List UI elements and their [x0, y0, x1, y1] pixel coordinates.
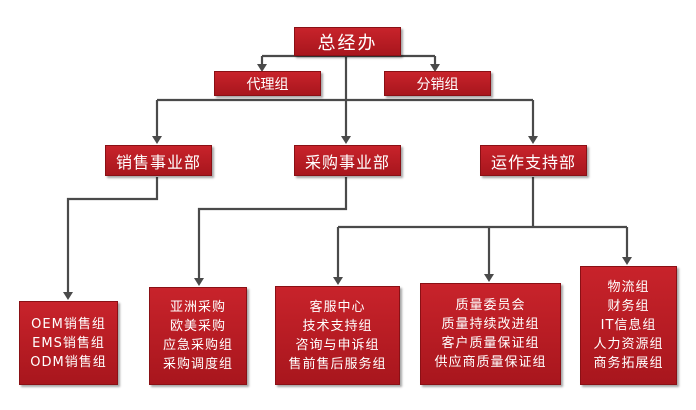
arrow-operations-dept	[528, 136, 538, 144]
sales-dept-label: 销售事业部	[115, 152, 201, 172]
arrow-purchasing-dept	[341, 136, 351, 144]
distribution-group-box: 分销组	[384, 71, 491, 96]
arrow-distribution-group	[430, 64, 440, 72]
arrow-agent-group	[257, 64, 267, 72]
agent-group-box: 代理组	[214, 71, 321, 96]
purchasing-teams-box: 亚洲采购 欧美采购 应急采购组 采购调度组	[149, 287, 247, 385]
team-item: 技术支持组	[302, 318, 373, 334]
purchasing-dept-box: 采购事业部	[294, 145, 401, 176]
general-office-box: 总经办	[294, 27, 401, 56]
team-item: 客户质量保证组	[441, 336, 540, 351]
arrow-sales-dept	[152, 136, 162, 144]
agent-group-label: 代理组	[246, 76, 289, 93]
connector-purchasing-teams	[197, 177, 348, 280]
quality-teams-box: 质量委员会 质量持续改进组 客户质量保证组 供应商质量保证组	[420, 283, 561, 385]
team-item: 售前售后服务组	[288, 356, 387, 372]
support-teams-box: 物流组 财务组 IT信息组 人力资源组 商务拓展组	[580, 266, 677, 385]
team-item: EMS销售组	[32, 335, 105, 351]
arrow-sales-teams	[63, 292, 73, 300]
team-item: 商务拓展组	[593, 356, 664, 371]
team-item: 财务组	[607, 299, 650, 314]
team-item: IT信息组	[600, 318, 657, 333]
team-item: 采购调度组	[162, 357, 233, 372]
team-item: ODM销售组	[30, 354, 107, 370]
team-item: 欧美采购	[169, 319, 226, 334]
sales-dept-box: 销售事业部	[105, 145, 212, 176]
team-item: 应急采购组	[162, 338, 233, 353]
arrow-purchasing-teams	[194, 278, 204, 286]
connector-sales-teams	[66, 177, 159, 294]
general-office-label: 总经办	[317, 32, 378, 54]
distribution-group-label: 分销组	[416, 76, 459, 93]
team-item: 亚洲采购	[169, 300, 226, 315]
operations-dept-box: 运作支持部	[480, 145, 587, 176]
team-item: 质量委员会	[455, 298, 526, 313]
arrow-support-teams	[622, 257, 632, 265]
team-item: 咨询与申诉组	[295, 337, 380, 353]
team-item: 物流组	[607, 280, 650, 295]
team-item: 供应商质量保证组	[434, 355, 547, 370]
arrow-quality-teams	[484, 274, 494, 282]
service-teams-box: 客服中心 技术支持组 咨询与申诉组 售前售后服务组	[275, 286, 400, 385]
sales-teams-box: OEM销售组 EMS销售组 ODM销售组	[19, 301, 118, 385]
team-item: 人力资源组	[593, 337, 664, 352]
team-item: OEM销售组	[31, 316, 106, 332]
team-item: 质量持续改进组	[441, 317, 540, 332]
operations-dept-label: 运作支持部	[490, 152, 576, 172]
arrow-service-teams	[333, 277, 343, 285]
purchasing-dept-label: 采购事业部	[304, 152, 390, 172]
team-item: 客服中心	[309, 299, 366, 315]
